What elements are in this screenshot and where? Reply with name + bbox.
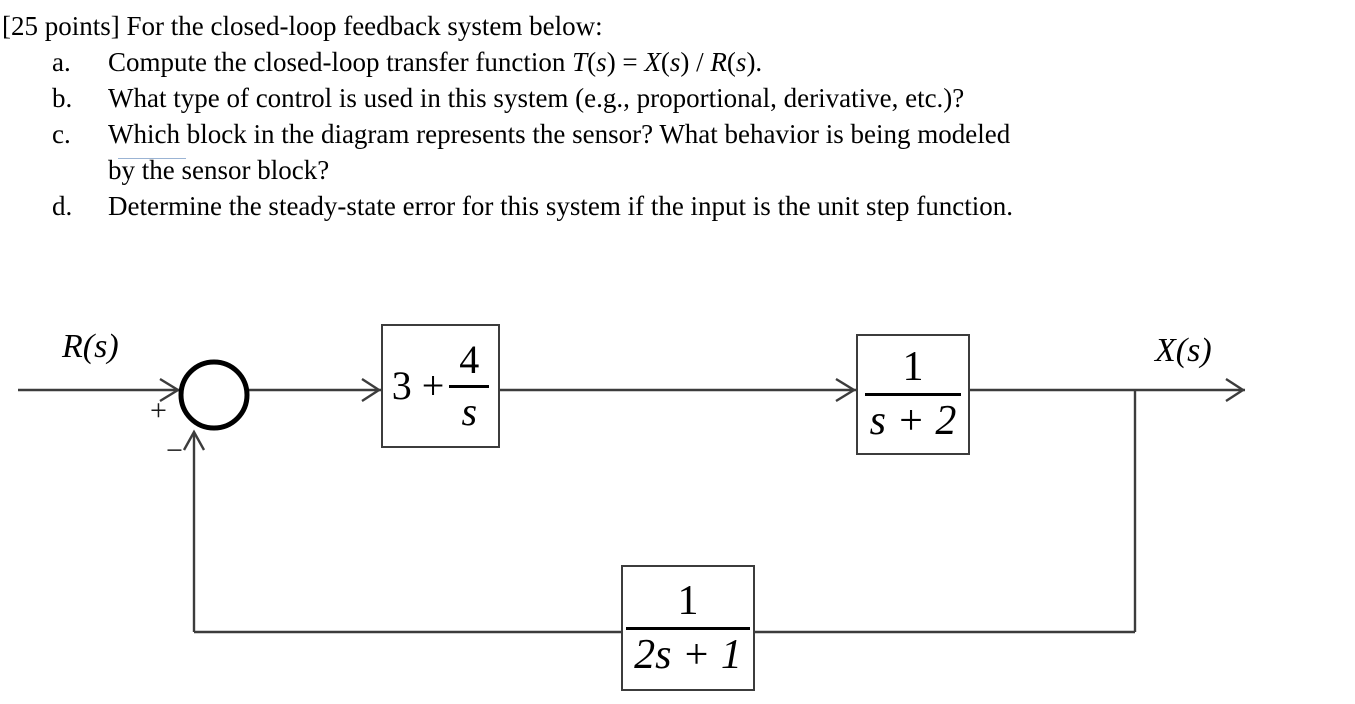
plant-numerator: 1 [902, 344, 924, 391]
question-marker-a: a. [52, 47, 71, 77]
question-intro: [25 points] For the closed-loop feedback… [0, 8, 1355, 44]
sensor-denominator: 2s + 1 [634, 631, 742, 678]
plant-expression: 1 s + 2 [865, 345, 961, 443]
summing-junction-plus-sign: + [150, 394, 167, 427]
question-item-a: a. Compute the closed-loop transfer func… [0, 44, 1355, 80]
controller-denominator: s [461, 388, 478, 434]
question-line: What type of control is used in this sys… [108, 83, 965, 113]
plant-fraction: 1 s + 2 [865, 345, 961, 443]
question-intro-text: [25 points] For the closed-loop feedback… [2, 11, 603, 41]
question-text-c: Which block in the diagram represents th… [108, 116, 1355, 188]
question-text-b: What type of control is used in this sys… [108, 80, 1355, 116]
controller-block: 3 + 4 s [381, 324, 500, 448]
question-marker-c: c. [52, 119, 71, 149]
controller-lead-term: 3 + [391, 363, 445, 408]
arrowhead-controller-input [361, 377, 382, 403]
output-signal-label: X(s) [1155, 332, 1212, 369]
question-item-d: d. Determine the steady-state error for … [0, 188, 1355, 224]
question-marker-b: b. [52, 83, 73, 113]
input-signal-label: R(s) [62, 328, 119, 365]
summing-junction-minus-sign: − [166, 434, 183, 467]
question-text-d: Determine the steady-state error for thi… [108, 188, 1355, 224]
arrowhead-output [1225, 377, 1246, 403]
summing-junction-circle [178, 359, 250, 431]
question-line: by the sensor block? [108, 155, 330, 185]
question-line: Which block in the diagram represents th… [108, 119, 1011, 149]
question-text-a: Compute the closed-loop transfer functio… [108, 44, 1355, 80]
fraction-bar [626, 626, 750, 630]
question-item-c: c. Which block in the diagram represents… [0, 116, 1355, 188]
arrowhead-plant-input [835, 377, 857, 403]
sensor-block: 1 2s + 1 [621, 565, 755, 691]
question-block: [25 points] For the closed-loop feedback… [0, 8, 1355, 224]
question-item-b: b. What type of control is used in this … [0, 80, 1355, 116]
question-marker-d: d. [52, 191, 73, 221]
sensor-numerator: 1 [677, 577, 699, 624]
question-list: a. Compute the closed-loop transfer func… [0, 44, 1355, 224]
arrowhead-feedback-into-sum [182, 429, 206, 451]
controller-expression: 3 + 4 s [391, 337, 490, 434]
text-underline-artifact [118, 158, 186, 159]
question-line: Compute the closed-loop transfer functio… [108, 47, 763, 77]
question-line: Determine the steady-state error for thi… [108, 191, 1014, 221]
plant-denominator: s + 2 [869, 398, 957, 444]
fraction-bar [449, 384, 490, 388]
controller-fraction: 4 s [449, 337, 490, 434]
plant-block: 1 s + 2 [856, 334, 970, 455]
sensor-fraction: 1 2s + 1 [626, 579, 750, 677]
fraction-bar [865, 393, 961, 396]
sensor-expression: 1 2s + 1 [626, 579, 750, 677]
controller-numerator: 4 [459, 337, 480, 383]
